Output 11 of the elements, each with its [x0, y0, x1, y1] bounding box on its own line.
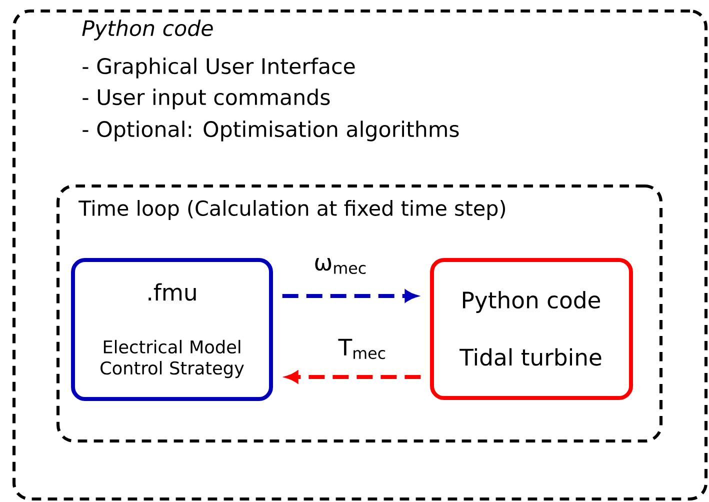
heading: Time loop (Calculation at fixed time step)	[78, 200, 506, 220]
box-text: - Optional: Optimisation algorithms	[82, 120, 459, 142]
box-text: - User input commands	[82, 88, 330, 110]
box-text: Electrical Model Control Strategy	[100, 340, 244, 378]
edge-label: ω$_{mec}$	[312, 256, 369, 276]
box-text: Python code	[463, 291, 600, 313]
box-text: - Graphical User Interface	[82, 58, 355, 78]
edge-label: T$_{mec}$	[336, 338, 388, 360]
box-text: .fmu	[148, 283, 196, 301]
box-text: Tidal turbine	[460, 348, 602, 366]
heading: Python code	[82, 20, 213, 40]
